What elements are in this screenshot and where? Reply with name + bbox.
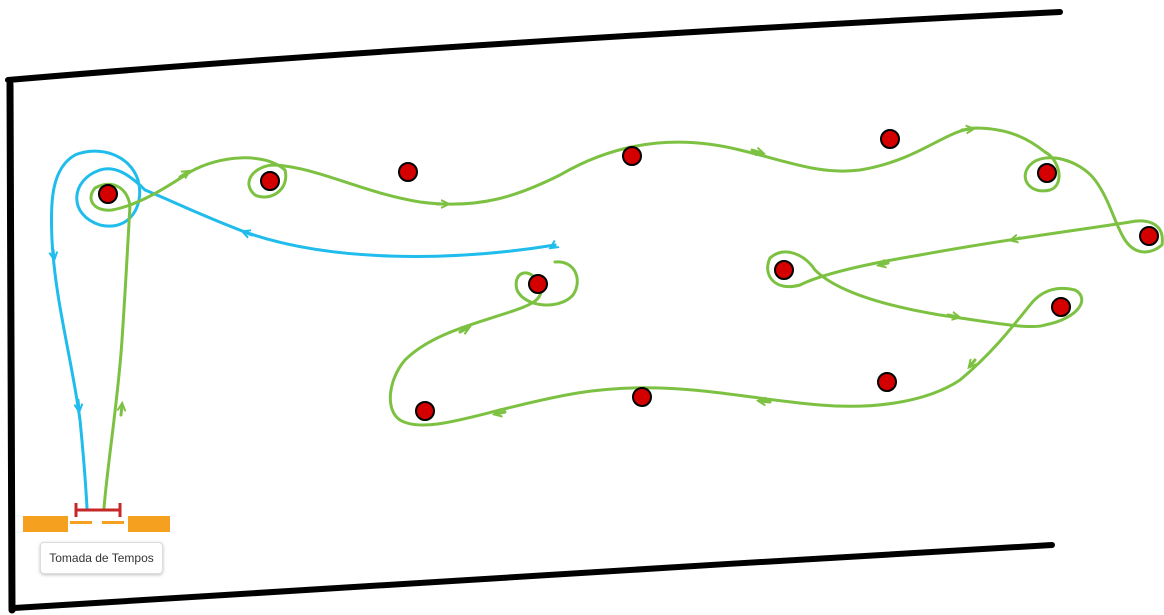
blue-route xyxy=(49,149,557,510)
cone xyxy=(774,260,794,280)
green-route-right-loop xyxy=(798,150,1164,287)
timing-sensor-left xyxy=(23,516,68,532)
cone xyxy=(880,129,900,149)
cone xyxy=(1051,297,1071,317)
cone xyxy=(98,184,118,204)
timing-beam-left xyxy=(70,521,92,524)
blue-route-loop xyxy=(49,149,142,242)
border-left xyxy=(6,80,16,614)
cone xyxy=(398,162,418,182)
cones xyxy=(98,129,1159,421)
timing-station-label: Tomada de Tempos xyxy=(40,542,163,574)
cone xyxy=(260,171,280,191)
blue-route-down xyxy=(50,238,89,510)
green-route-mid-loop xyxy=(398,250,1084,427)
green-route-lower-left xyxy=(388,283,543,422)
green-route xyxy=(89,126,1164,510)
cone xyxy=(1139,226,1159,246)
cone xyxy=(877,372,897,392)
timing-gate xyxy=(74,503,122,517)
timing-beam-right xyxy=(102,521,124,524)
green-route-cone-loop xyxy=(514,260,579,307)
border-top xyxy=(5,9,1063,83)
blue-route-lower-line xyxy=(98,167,557,258)
cone xyxy=(415,401,435,421)
cone xyxy=(528,274,548,294)
green-route-upper xyxy=(188,126,1047,206)
timing-station-label-text: Tomada de Tempos xyxy=(49,551,154,565)
cone xyxy=(1037,163,1057,183)
timing-sensor-right xyxy=(128,516,170,532)
border-bottom xyxy=(11,542,1055,611)
green-route-up xyxy=(89,170,192,510)
cone xyxy=(632,387,652,407)
course-border xyxy=(5,9,1063,614)
cone xyxy=(622,146,642,166)
timing-station xyxy=(23,503,170,532)
